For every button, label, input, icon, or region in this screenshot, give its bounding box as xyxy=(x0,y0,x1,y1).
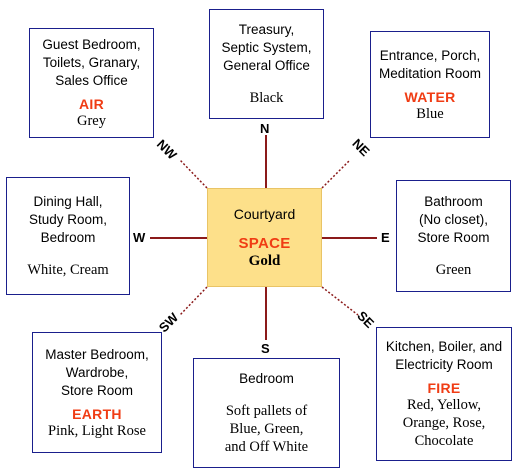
line-northeast xyxy=(321,159,351,189)
line-southwest xyxy=(179,286,208,316)
zone-south-color: Soft pallets of Blue, Green, and Off Whi… xyxy=(224,403,309,455)
line-southeast xyxy=(321,286,359,316)
direction-e: E xyxy=(381,230,390,245)
direction-s: S xyxy=(261,341,270,356)
zone-northwest-element: AIR xyxy=(78,96,104,112)
direction-n: N xyxy=(260,121,270,136)
zone-west: Dining Hall, Study Room, Bedroom White, … xyxy=(6,177,130,295)
zone-northeast-color: Blue xyxy=(416,105,444,122)
zone-southeast: Kitchen, Boiler, and Electricity Room FI… xyxy=(376,327,512,461)
zone-northwest-rooms: Guest Bedroom, Toilets, Granary, Sales O… xyxy=(42,37,141,88)
center-zone: Courtyard SPACE Gold xyxy=(207,188,322,287)
zone-west-color: White, Cream xyxy=(27,262,109,278)
direction-w: W xyxy=(133,230,146,245)
zone-southeast-rooms: Kitchen, Boiler, and Electricity Room xyxy=(385,339,503,372)
zone-north-color: Black xyxy=(249,90,284,106)
center-element: SPACE xyxy=(238,235,291,252)
zone-east-rooms: Bathroom (No closet), Store Room xyxy=(417,194,490,245)
zone-northwest: Guest Bedroom, Toilets, Granary, Sales O… xyxy=(29,28,154,138)
line-northwest xyxy=(179,159,208,189)
zone-southwest-rooms: Master Bedroom, Wardrobe, Store Room xyxy=(45,346,149,398)
zone-south: Bedroom Soft pallets of Blue, Green, and… xyxy=(193,358,340,468)
zone-east: Bathroom (No closet), Store Room Green xyxy=(396,180,511,292)
zone-northwest-color: Grey xyxy=(77,113,106,129)
zone-southwest-color: Pink, Light Rose xyxy=(48,422,146,439)
center-rooms: Courtyard xyxy=(233,206,296,222)
zone-southeast-color: Red, Yellow, Orange, Rose, Chocolate xyxy=(402,397,486,449)
zone-southwest-element: EARTH xyxy=(72,405,122,422)
zone-north-rooms: Treasury, Septic System, General Office xyxy=(221,22,312,73)
center-color: Gold xyxy=(248,253,281,269)
zone-west-rooms: Dining Hall, Study Room, Bedroom xyxy=(28,194,108,245)
zone-east-color: Green xyxy=(435,262,472,278)
zone-southeast-element: FIRE xyxy=(427,380,461,396)
zone-south-rooms: Bedroom xyxy=(239,371,294,386)
zone-northeast-rooms: Entrance, Porch, Meditation Room xyxy=(378,47,482,81)
zone-southwest: Master Bedroom, Wardrobe, Store Room EAR… xyxy=(32,332,162,453)
zone-northeast: Entrance, Porch, Meditation Room WATER B… xyxy=(370,31,490,138)
zone-northeast-element: WATER xyxy=(404,88,456,105)
zone-north: Treasury, Septic System, General Office … xyxy=(209,9,324,119)
